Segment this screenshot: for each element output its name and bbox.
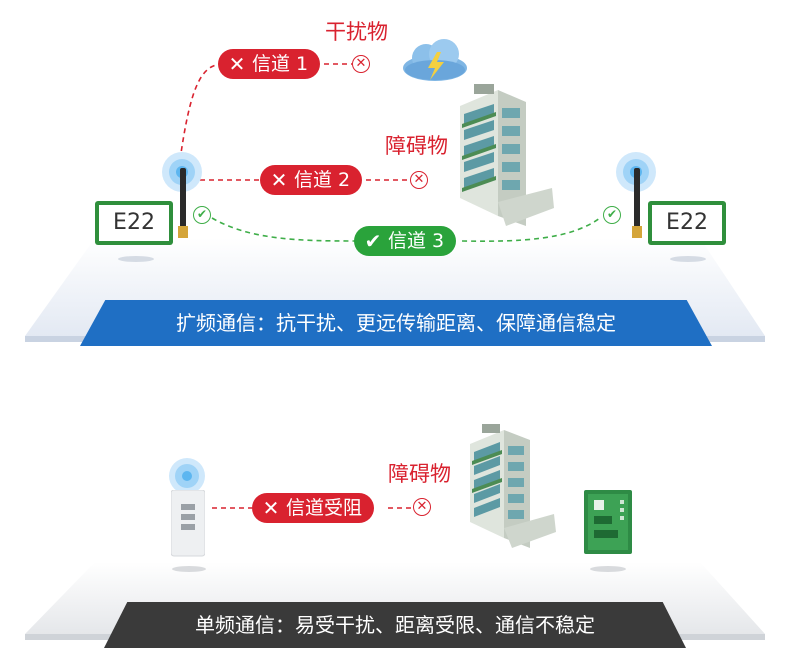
lora-module-right: E22 [648,201,726,245]
cross-circle-icon: ✕ [352,55,370,73]
channel-2-label: 信道 2 [294,169,351,191]
obstacle-label: 障碍物 [388,462,451,486]
remote-device-icon [171,490,205,557]
board-shadow [590,566,626,572]
single-frequency-banner: 单频通信：易受干扰、距离受限、通信不稳定 [104,602,686,648]
cloud-lightning-icon [403,39,467,81]
channel-3-label: 信道 3 [388,230,445,252]
building-icon [460,84,554,226]
module-right-label: E22 [652,205,722,241]
pcb-board-icon [584,490,632,554]
lora-module-left: E22 [95,201,173,245]
antenna-icon [178,168,188,238]
module-left-label: E22 [99,205,169,241]
spread-spectrum-banner-text: 扩频通信：抗干扰、更远传输距离、保障通信稳定 [176,311,616,335]
cross-icon: ✕ [270,168,288,192]
device-shadow [172,566,206,572]
cross-circle-icon: ✕ [410,171,428,189]
interference-label: 干扰物 [325,20,388,44]
cross-icon: ✕ [262,496,280,520]
module-shadow [118,256,154,262]
channel-blocked-pill: ✕ 信道受阻 [252,493,375,523]
obstacle-label: 障碍物 [385,134,448,158]
top-scene-background [25,63,765,342]
antenna-icon [632,168,642,238]
module-shadow [670,256,706,262]
signal-glow-icon [169,458,205,494]
channel-1-pill: ✕ 信道 1 [218,49,321,79]
building-icon [470,424,556,548]
check-icon: ✔ [364,229,382,253]
cross-icon: ✕ [228,52,246,76]
spread-spectrum-banner: 扩频通信：抗干扰、更远传输距离、保障通信稳定 [80,300,712,346]
cross-circle-icon: ✕ [413,498,431,516]
channel-1-label: 信道 1 [252,53,309,75]
single-frequency-banner-text: 单频通信：易受干扰、距离受限、通信不稳定 [195,613,595,637]
channel-blocked-label: 信道受阻 [286,497,363,519]
check-circle-icon: ✔ [603,206,621,224]
channel-2-pill: ✕ 信道 2 [260,165,363,195]
check-circle-icon: ✔ [193,206,211,224]
channel-3-pill: ✔ 信道 3 [354,226,457,256]
